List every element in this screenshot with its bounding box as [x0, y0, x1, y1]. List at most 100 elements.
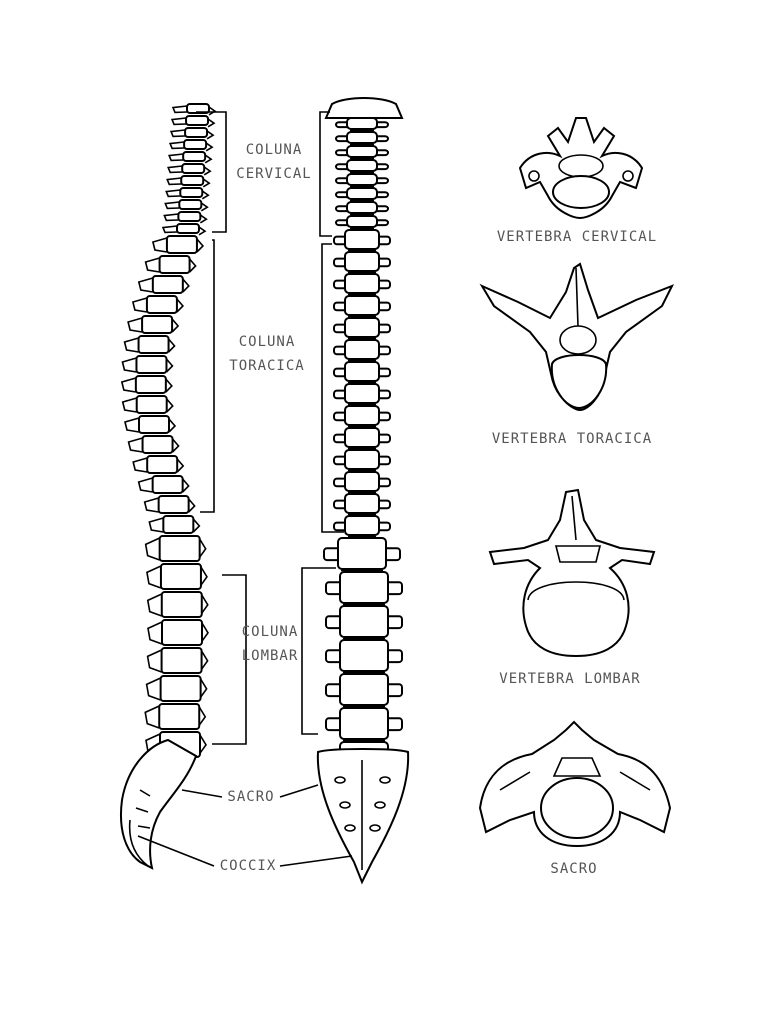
thoracic-vertebra-caption: VERTEBRA TORACICA [491, 431, 653, 447]
sacrum-left-leader [181, 789, 223, 798]
cervical-transverse-foramen-right [622, 170, 634, 182]
front-vertebra-body [346, 201, 378, 214]
side-vertebra-body [137, 335, 170, 354]
side-spinous-process [146, 565, 162, 589]
coccyx-left-leader [137, 835, 215, 867]
side-facet [199, 678, 208, 698]
side-vertebra-body [180, 175, 205, 186]
side-facet [167, 338, 176, 353]
thoracic-vertebra-body [550, 354, 608, 410]
side-spinous-process [167, 165, 183, 174]
side-facet [203, 166, 212, 176]
front-vertebra-body [344, 427, 380, 448]
side-spinous-process [171, 105, 188, 114]
side-facet [200, 650, 209, 670]
side-facet [204, 154, 213, 164]
lumbar-vertebral-foramen [554, 545, 602, 563]
front-vertebra-body [346, 117, 378, 130]
side-vertebra-body [176, 223, 200, 234]
front-vertebra-body [344, 449, 380, 470]
side-vertebra-body [158, 255, 191, 274]
side-spinous-process [144, 537, 160, 561]
side-spinous-process [143, 497, 159, 513]
lumbar-left-bracket [212, 574, 247, 745]
side-facet [200, 566, 208, 586]
side-vertebra-body [158, 535, 201, 562]
side-spinous-process [123, 337, 139, 353]
front-vertebra-body [344, 515, 380, 536]
lumbar-body-top-line [527, 581, 625, 601]
front-sacral-foramen [369, 824, 381, 832]
side-vertebra-body [160, 591, 203, 618]
front-vertebra-body [339, 673, 389, 706]
thoracic-region-label-line1: COLUNA [238, 334, 296, 350]
side-sacrum-detail [135, 789, 151, 829]
side-facet [207, 118, 216, 128]
side-vertebra-body [183, 139, 208, 150]
front-sacral-foramen [374, 801, 386, 809]
side-vertebra-body [182, 151, 207, 162]
front-sacral-foramen [379, 776, 391, 784]
side-facet [168, 418, 177, 433]
side-vertebra-body [141, 315, 174, 334]
side-facet [192, 518, 201, 533]
side-facet [198, 538, 207, 558]
side-facet [166, 398, 174, 413]
side-facet [182, 278, 190, 293]
side-spinous-process [121, 357, 137, 373]
side-vertebra-body [158, 703, 201, 730]
side-vertebra-body [141, 435, 174, 454]
side-spinous-process [145, 677, 161, 701]
thoracic-region-label-line2: TORACICA [229, 358, 305, 374]
side-facet [171, 438, 180, 453]
side-facet [201, 190, 210, 200]
side-facet [199, 214, 208, 224]
coccyx-right-leader [279, 855, 353, 867]
side-vertebra-body [135, 395, 168, 414]
side-vertebra-body [186, 103, 210, 114]
side-spinous-process [124, 417, 140, 433]
cervical-vertebra-drawing [518, 117, 644, 220]
side-spinous-process [151, 237, 168, 253]
side-spinous-process [127, 317, 143, 333]
cervical-vertebra-outline [518, 117, 644, 220]
front-vertebra-body [346, 159, 378, 172]
side-vertebra-body [146, 455, 179, 474]
side-facet [205, 142, 214, 152]
side-spinous-process [168, 153, 184, 162]
side-vertebra-body [185, 115, 210, 126]
front-vertebra-body [346, 215, 378, 228]
lumbar-region-label-line2: LOMBAR [241, 648, 299, 664]
side-spinous-process [165, 189, 181, 198]
thoracic-spinous-process [575, 267, 579, 327]
thoracic-left-bracket [200, 239, 215, 513]
front-vertebra-body [344, 229, 380, 250]
spine-side-view [120, 103, 217, 870]
sacral-canal [552, 757, 602, 777]
front-vertebra-body [344, 383, 380, 404]
front-sacral-foramen [339, 801, 351, 809]
front-vertebra-body [346, 173, 378, 186]
thoracic-vertebra-drawing [479, 262, 675, 412]
coccyx-region-label: COCCIX [219, 858, 277, 874]
side-spinous-process [170, 117, 187, 126]
side-vertebra-body [157, 495, 190, 514]
side-facet [202, 178, 211, 188]
side-spinous-process [127, 437, 143, 453]
lumbar-vertebra-drawing [488, 488, 656, 658]
side-vertebra-body [145, 295, 178, 314]
front-sacrum [316, 748, 410, 885]
side-vertebra-body [179, 187, 204, 198]
side-vertebra-body [151, 275, 184, 294]
cervical-right-bracket [319, 111, 332, 237]
side-facet [188, 498, 196, 513]
lumbar-right-bracket [301, 567, 336, 735]
side-vertebra-body [162, 515, 195, 534]
side-vertebra-body [160, 619, 203, 646]
side-facet [165, 358, 174, 373]
cervical-left-bracket [196, 111, 227, 233]
front-vertebra-body [344, 273, 380, 294]
front-vertebra-body [344, 295, 380, 316]
cervical-region-label-line1: COLUNA [245, 142, 303, 158]
side-vertebra-body [159, 563, 202, 590]
